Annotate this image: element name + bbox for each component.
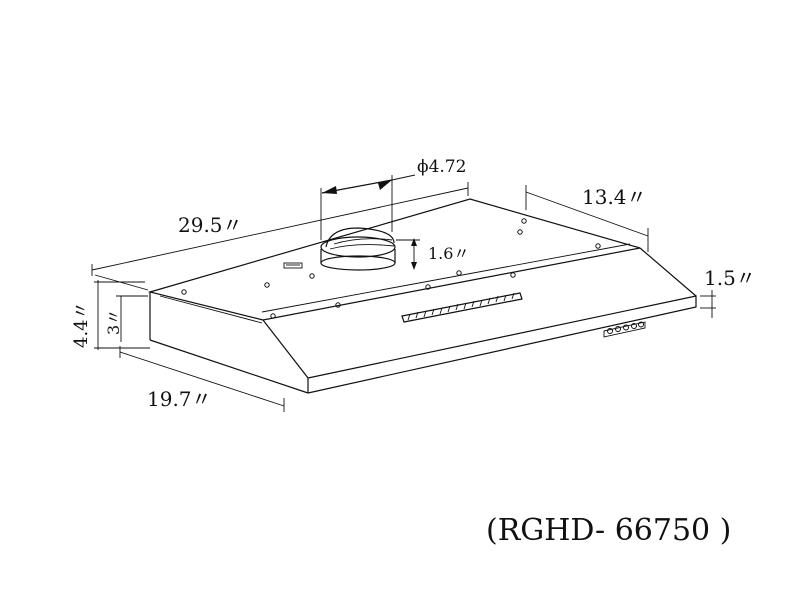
duct-collar	[320, 227, 396, 271]
depth-label: 13.4〃	[582, 185, 647, 209]
width-label: 29.5〃	[178, 213, 243, 237]
front-height-dimension-line	[700, 290, 716, 318]
bottom-depth-label: 19.7〃	[147, 387, 212, 411]
control-buttons	[603, 321, 646, 338]
top-bracket	[283, 262, 303, 269]
front-vent	[401, 292, 523, 323]
side-height-label: 3〃	[104, 309, 123, 335]
hood-body	[147, 198, 697, 394]
collar-height-dimension-line	[396, 238, 420, 270]
collar-height-label: 1.6〃	[428, 244, 469, 263]
model-number: (RGHD- 66750 )	[486, 513, 731, 548]
bottom-dimension-line	[119, 346, 285, 412]
overall-height-label: 4.4〃	[71, 301, 92, 348]
mounting-holes	[181, 218, 601, 319]
width-dimension-line	[91, 182, 469, 291]
height-dimension-lines	[94, 280, 150, 350]
diameter-dimension-line	[320, 174, 416, 240]
depth-dimension-line	[525, 185, 649, 252]
duct-diameter-label: ϕ4.72	[417, 157, 466, 177]
front-height-label: 1.5〃	[704, 266, 756, 290]
